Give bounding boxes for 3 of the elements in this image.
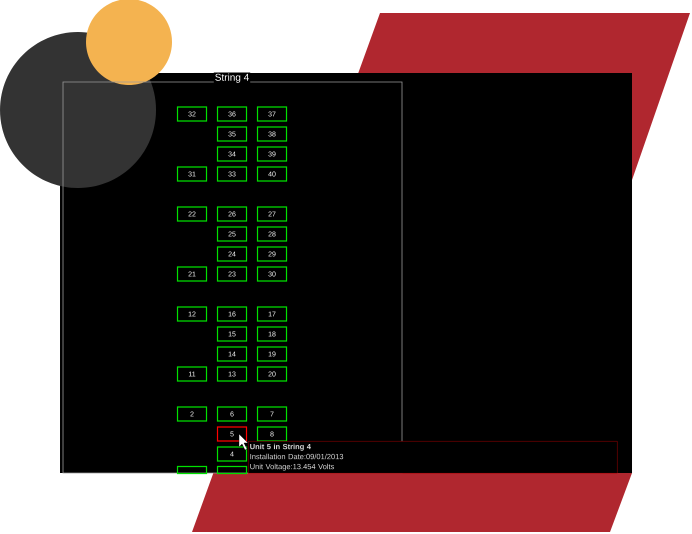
unit-box: [176, 466, 208, 474]
node-label: String 4: [215, 73, 249, 83]
unit-box: [216, 466, 248, 474]
